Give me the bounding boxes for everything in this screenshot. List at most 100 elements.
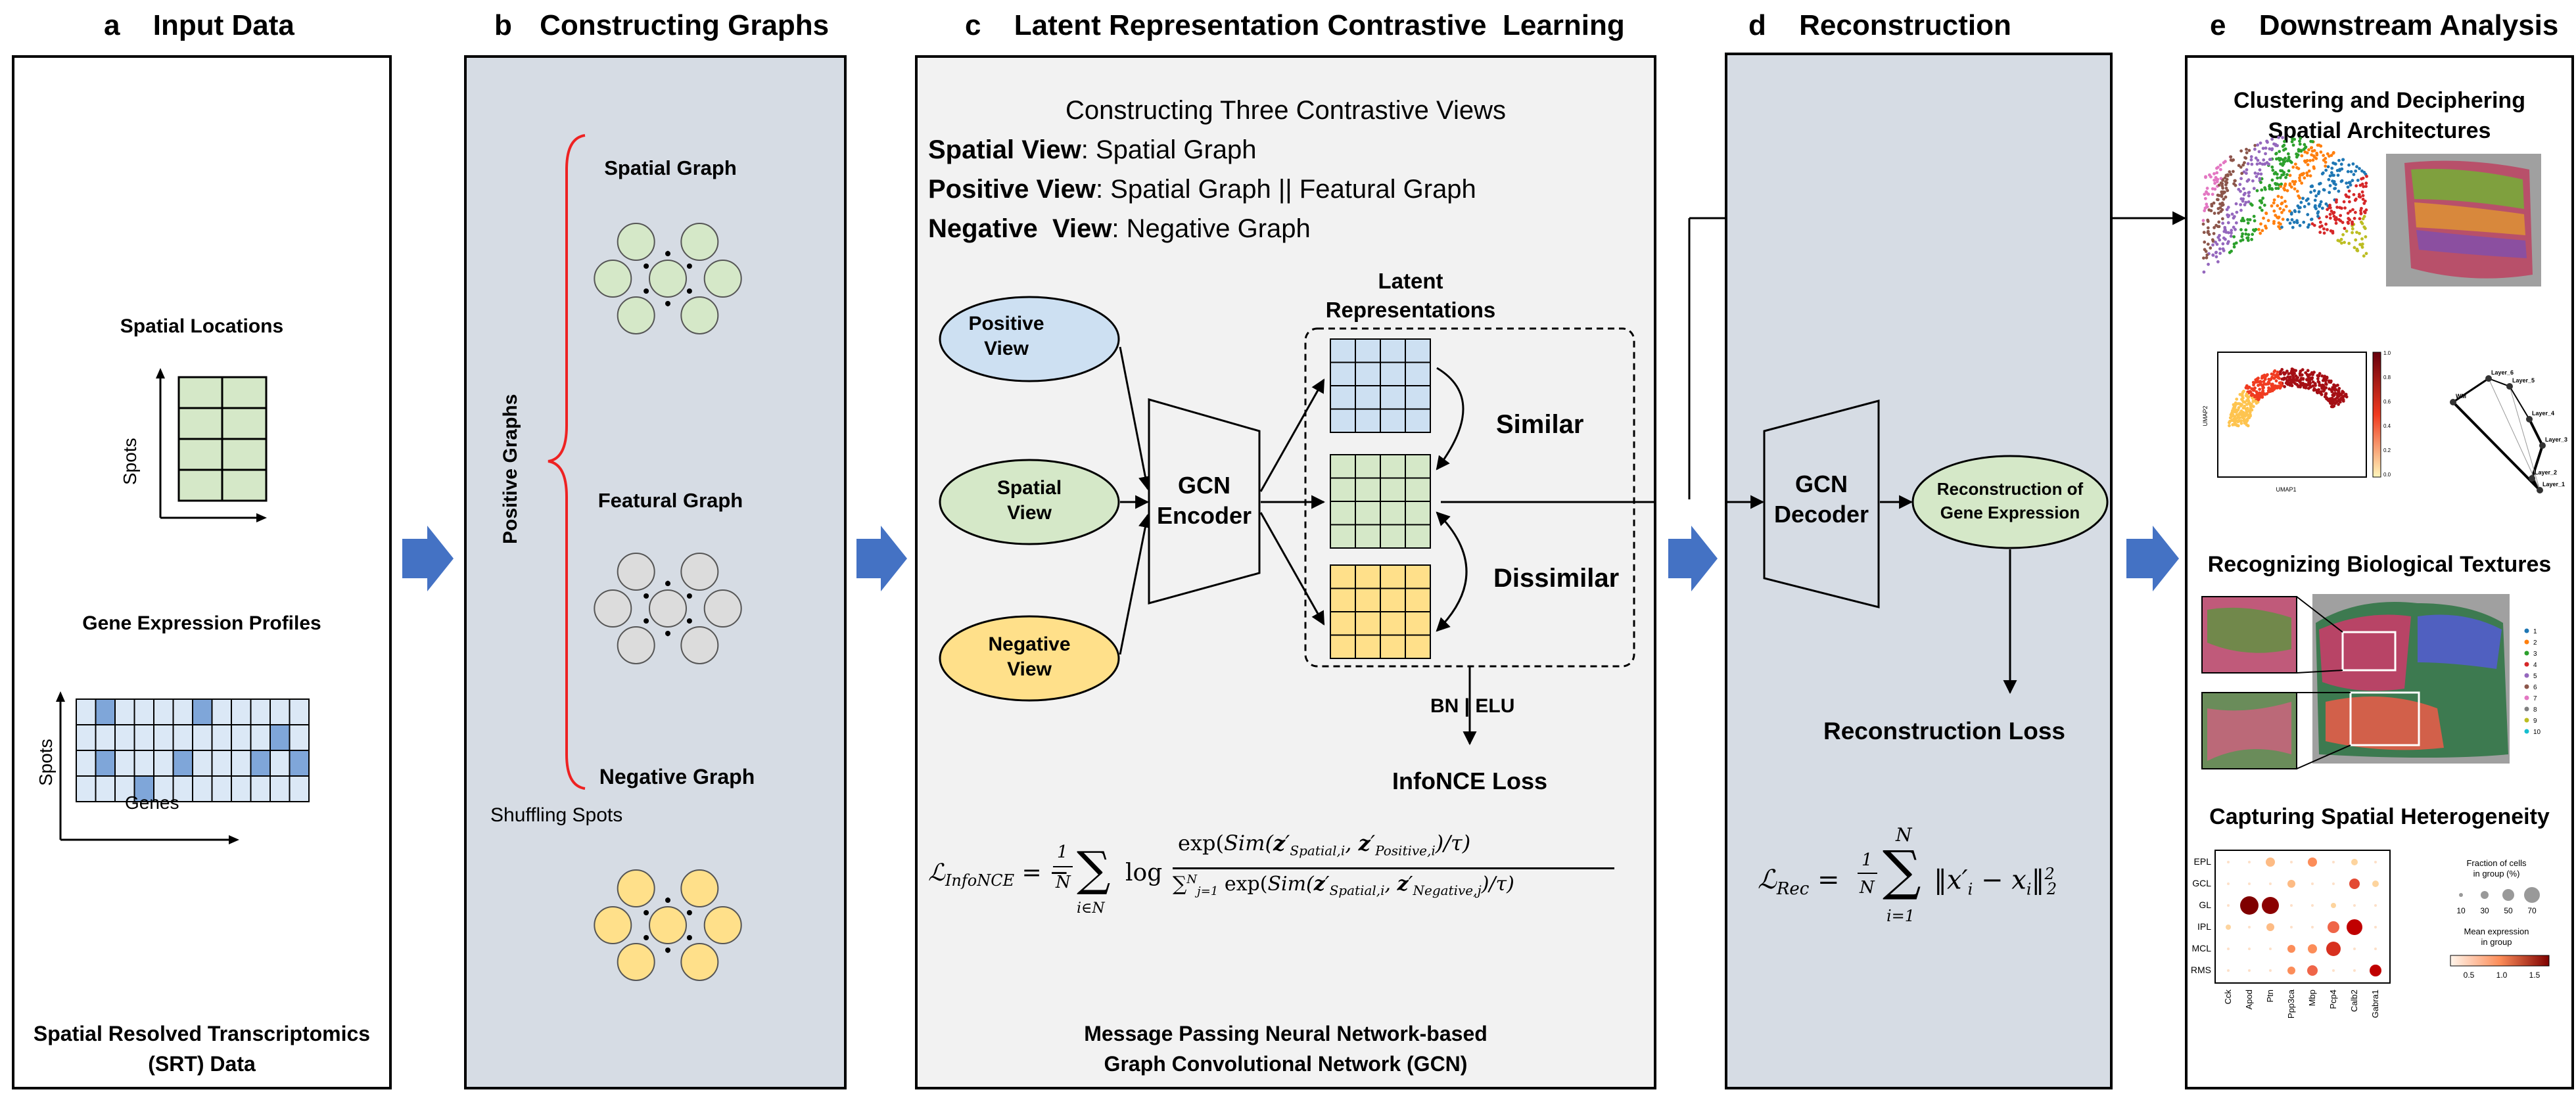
dot xyxy=(2227,861,2230,863)
gene-cell xyxy=(250,698,271,725)
gene-cell xyxy=(114,698,135,725)
paga-node xyxy=(2450,399,2456,405)
dot xyxy=(2353,969,2356,972)
colorbar-tick: 1.0 xyxy=(2383,350,2391,356)
graph-node xyxy=(680,626,719,664)
panel-e-title: Downstream Analysis xyxy=(2259,9,2559,41)
panel-c-header: c Latent Representation Contrastive Lear… xyxy=(965,9,1625,42)
gene-cell xyxy=(289,698,310,725)
dot xyxy=(2290,904,2293,907)
flow-arrow-b-c xyxy=(856,526,907,591)
gene-cell xyxy=(269,750,291,777)
panel-c-letter: c xyxy=(965,9,981,41)
dot xyxy=(2266,923,2274,931)
graph-node xyxy=(680,553,719,591)
gene-cell xyxy=(231,775,252,802)
panel-a-footer: Spatial Resolved Transcriptomics (SRT) D… xyxy=(14,1018,389,1079)
dot-col-label: Cck xyxy=(2223,990,2233,1005)
colorbar-tick: 0.0 xyxy=(2383,472,2391,478)
panel-a-graphics xyxy=(56,368,310,844)
graph-node xyxy=(594,260,632,298)
paga-label: Layer_5 xyxy=(2512,377,2535,384)
gene-cell xyxy=(211,698,232,725)
dot xyxy=(2311,904,2314,907)
fraction-tick: 10 xyxy=(2456,906,2466,915)
spatial-view-def: Spatial View: Spatial Graph xyxy=(928,135,1257,164)
fraction-tick: 50 xyxy=(2504,906,2513,915)
dot-row-label: IPL xyxy=(2197,921,2211,932)
dot xyxy=(2290,861,2293,863)
paga-node xyxy=(2526,416,2533,423)
gene-cell xyxy=(269,775,291,802)
featural-graph-label: Featural Graph xyxy=(597,489,743,512)
section-heterogeneity-title: Capturing Spatial Heterogeneity xyxy=(2209,804,2550,829)
panel-d-graphics xyxy=(1727,400,2109,695)
mean-legend-title: Mean expression xyxy=(2464,926,2529,936)
gene-cell xyxy=(114,775,135,802)
panel-b-letter: b xyxy=(494,9,512,41)
texture-legend-label: 6 xyxy=(2533,684,2537,691)
paga-label: Layer_1 xyxy=(2542,481,2565,488)
graph-node xyxy=(703,260,742,298)
negative-view-node xyxy=(939,615,1120,702)
dot xyxy=(2349,879,2360,889)
graph-node xyxy=(617,553,655,591)
graph-node xyxy=(617,223,655,262)
spatial-graph xyxy=(594,223,742,334)
negative-graph-label: Negative Graph xyxy=(599,765,755,789)
dot xyxy=(2351,859,2358,865)
latent-matrix-negative xyxy=(1330,564,1431,659)
panel-a-letter: a xyxy=(104,9,120,41)
graph-node xyxy=(703,589,742,628)
gene-cell xyxy=(289,775,310,802)
graph-node xyxy=(594,589,632,628)
panel-b-header: b Constructing Graphs xyxy=(494,9,829,42)
gene-axes xyxy=(56,691,239,844)
gene-cell xyxy=(153,698,174,725)
dot xyxy=(2331,903,2336,908)
texture-legend-label: 4 xyxy=(2533,662,2537,669)
shuffling-spots-label: Shuffling Spots xyxy=(490,804,623,826)
panel-a-header: a Input Data xyxy=(104,9,294,42)
gene-cell xyxy=(133,724,154,751)
dot xyxy=(2240,896,2259,915)
gene-cell xyxy=(95,775,116,802)
fraction-tick: 70 xyxy=(2527,906,2537,915)
dot xyxy=(2370,965,2381,976)
spatial-locations-label: Spatial Locations xyxy=(120,315,284,337)
flow-arrow-d-e xyxy=(2126,526,2179,591)
red-brace xyxy=(548,134,586,790)
spatial-section-image xyxy=(2386,154,2541,286)
dot xyxy=(2287,945,2295,953)
graph-node xyxy=(594,906,632,944)
negative-view-def: Negative View: Negative Graph xyxy=(928,214,1311,243)
dot-row-label: GCL xyxy=(2192,878,2211,888)
spatial-graph-label: Spatial Graph xyxy=(604,156,737,179)
dot xyxy=(2374,948,2377,950)
fraction-legend-subtitle: in group (%) xyxy=(2473,869,2520,879)
dot xyxy=(2353,948,2356,950)
dot xyxy=(2311,882,2314,885)
gcn-encoder-shape xyxy=(1148,398,1261,605)
dot xyxy=(2287,967,2295,974)
graph-node xyxy=(617,296,655,334)
dot xyxy=(2287,880,2295,888)
dot xyxy=(2248,882,2251,885)
dot-col-label: Gabra1 xyxy=(2370,990,2380,1018)
colorbar-tick: 0.8 xyxy=(2383,375,2391,380)
panel-d-letter: d xyxy=(1748,9,1766,41)
panel-e-letter: e xyxy=(2210,9,2226,41)
dot xyxy=(2290,926,2293,928)
dot xyxy=(2374,904,2377,907)
spatial-view-node xyxy=(939,459,1120,545)
umap-x-label: UMAP1 xyxy=(2276,486,2296,493)
gene-cell xyxy=(192,775,213,802)
panel-a-title: Input Data xyxy=(152,9,294,41)
graph-node xyxy=(680,223,719,262)
dot xyxy=(2308,944,2317,953)
panel-e-header: e Downstream Analysis xyxy=(2210,9,2558,42)
graph-node xyxy=(617,942,655,981)
